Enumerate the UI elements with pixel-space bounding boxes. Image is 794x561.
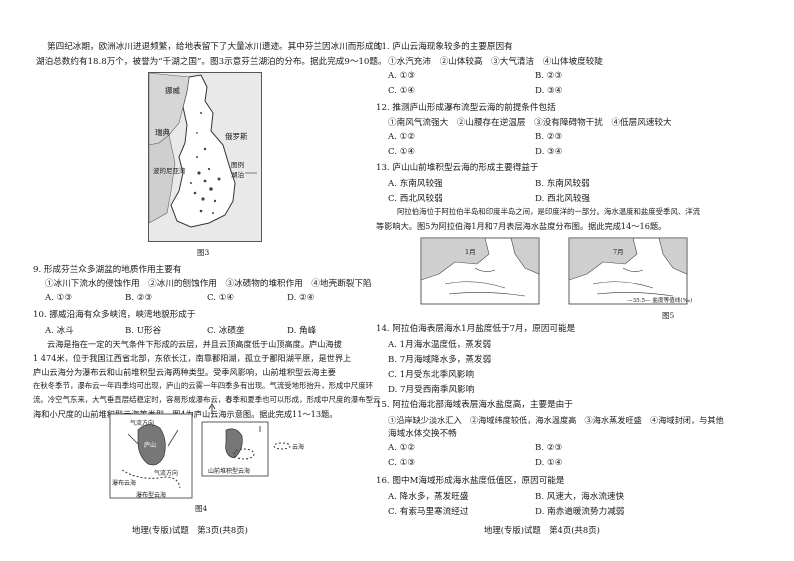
left-page-footer: 地理(专版)试题 第3页(共8页) xyxy=(132,525,248,535)
intro2-line-1: 云海是指在一定的天气条件下形成的云层，并且云顶高度低于山顶高度。庐山海拔 xyxy=(47,339,342,349)
finland-map-graphic xyxy=(148,72,261,241)
q14-stem: 14. 阿拉伯海表层海水1月盐度低于7月，原因可能是 xyxy=(376,324,576,334)
intro-paragraph-1: 第四纪冰期，欧洲冰川进退频繁，给地表留下了大量冰川遗迹。其中芬兰因冰川而形成的 xyxy=(47,42,383,52)
label-norway: 挪威 xyxy=(165,86,180,95)
q16-option-a[interactable]: A. 降水多，蒸发旺盛 xyxy=(388,492,469,502)
q11-items: ①水汽充沛 ②山体较高 ③大气清洁 ④山体坡度较陡 xyxy=(388,57,603,67)
q14-option-a[interactable]: A. 1月海水温度低，蒸发弱 xyxy=(388,340,492,350)
q16-stem: 16. 图中M海域形成海水盐度低值区，原因可能是 xyxy=(376,476,565,486)
q11-option-c[interactable]: C. ①④ xyxy=(388,86,416,96)
q14-option-c[interactable]: C. 1月受东北季风影响 xyxy=(388,370,474,380)
q11-option-b[interactable]: B. ②③ xyxy=(535,71,563,81)
q9-option-b[interactable]: B. ②③ xyxy=(125,293,153,303)
label-bottom: 瀑布型云海 xyxy=(136,492,167,499)
q13-option-c[interactable]: C. 西北风较弱 xyxy=(388,194,443,204)
legend-title: 图例 xyxy=(231,161,244,169)
q12-option-b[interactable]: B. ②③ xyxy=(535,132,563,142)
legend-cloud: 云海 xyxy=(292,444,305,451)
right-page-footer: 地理(专版)试题 第4页(共8页) xyxy=(484,525,600,535)
q12-option-a[interactable]: A. ①② xyxy=(388,132,416,142)
map5-right-title: 7月 xyxy=(613,248,624,256)
q15-option-c[interactable]: C. ①③ xyxy=(388,458,416,468)
intro2-line-3: 庐山云海分为瀑布云和山前堆积型云海两种类型。受季风影响，山前堆积型云海主要 xyxy=(33,367,336,377)
q9-option-c[interactable]: C. ①④ xyxy=(207,293,235,303)
q14-option-b[interactable]: B. 7月海域降水多，蒸发弱 xyxy=(388,355,492,365)
q12-option-c[interactable]: C. ①④ xyxy=(388,147,416,157)
q15-option-a[interactable]: A. ①② xyxy=(388,443,416,453)
q9-option-d[interactable]: D. ②④ xyxy=(287,293,315,303)
q15-items-1: ①沿岸缺少淡水汇入 ②海域纬度较低，海水温度高 ③海水蒸发旺盛 ④海域封闭，与其… xyxy=(388,415,724,425)
q12-option-d[interactable]: D. ③④ xyxy=(535,147,563,157)
intro2-line-2: 1 474米，位于我国江西省北部，东依长江，南靠鄱阳湖，孤立于鄱阳湖平原，是世界… xyxy=(33,353,352,363)
q13-option-d[interactable]: D. 西北风较强 xyxy=(535,194,591,204)
intro3-line-1: 阿拉伯海位于阿拉伯半岛和印度半岛之间，是印度洋的一部分。海水温度和盐度受季风、洋… xyxy=(397,207,701,216)
q15-option-d[interactable]: D. ①④ xyxy=(535,458,563,468)
label-airflow-1: 气流方向 xyxy=(130,420,155,427)
figure-3-caption: 图3 xyxy=(197,248,210,257)
figure-4-caption: 图4 xyxy=(195,504,208,513)
label-airflow-2: 气流方向 xyxy=(154,470,179,477)
map5-iso-legend: —35.5— 盐度等值线(‰) xyxy=(627,298,693,304)
q10-option-c[interactable]: C. 冰碛垄 xyxy=(207,326,245,336)
intro3-line-2: 等影响大。图5为阿拉伯海1月和7月表层海水盐度分布图。据此完成14～16题。 xyxy=(376,221,667,231)
q10-option-a[interactable]: A. 冰斗 xyxy=(45,326,74,336)
q16-option-b[interactable]: B. 风速大，海水流速快 xyxy=(535,492,625,502)
label-waterfall: 瀑布云海 xyxy=(112,480,137,487)
q12-items: ①南风气流强大 ②山腰存在逆温层 ③没有障碍物干扰 ④低层风速较大 xyxy=(388,118,672,128)
q11-stem: 11. 庐山云海现象较多的主要原因有 xyxy=(376,42,513,52)
right-page: 11. 庐山云海现象较多的主要原因有 ①水汽充沛 ②山体较高 ③大气清洁 ④山体… xyxy=(376,0,794,561)
label-russia: 俄罗斯 xyxy=(225,132,248,141)
figure-5-caption: 图5 xyxy=(662,311,675,320)
salinity-maps-graphic xyxy=(420,237,688,305)
figure-5-salinity-maps: 1月 7月 —35.5— 盐度等值线(‰) xyxy=(415,234,715,310)
q15-option-b[interactable]: B. ②③ xyxy=(535,443,563,453)
q13-option-b[interactable]: B. 东南风较弱 xyxy=(535,179,590,189)
q12-stem: 12. 推测庐山形成瀑布流型云海的前提条件包括 xyxy=(376,103,556,113)
q13-option-a[interactable]: A. 东南风较强 xyxy=(388,179,443,189)
label-sweden: 瑞典 xyxy=(155,128,170,137)
left-page: 第四纪冰期，欧洲冰川进退频繁，给地表留下了大量冰川遗迹。其中芬兰因冰川而形成的 … xyxy=(33,42,387,535)
figure-3-finland-map: 挪威 瑞典 俄罗斯 波的尼亚湾 图例 湖泊 xyxy=(148,72,262,242)
lushan-cloud-graphic xyxy=(109,403,291,499)
q10-option-b[interactable]: B. U形谷 xyxy=(125,326,162,336)
q15-items-2: 海域水体交换不畅 xyxy=(388,429,457,439)
intro2-line-5: 流。冷空气东来，大气垂直层结稳定时，容易形成瀑布云，春季和夏季也可以形成，形成中… xyxy=(33,395,381,404)
q11-option-a[interactable]: A. ①③ xyxy=(388,71,416,81)
figure-4-lushan-cloud: 气流方向 气流方向 庐山 瀑布云海 瀑布型云海 山前堆积型云海 云海 xyxy=(108,400,304,500)
label-piled: 山前堆积型云海 xyxy=(208,468,251,475)
q15-stem: 15. 阿拉伯海北部海域表层海水盐度高，主要是由于 xyxy=(376,400,573,410)
q14-option-d[interactable]: D. 7月受西南季风影响 xyxy=(388,385,475,395)
q16-option-d[interactable]: D. 南赤道暖流势力减弱 xyxy=(535,507,625,517)
label-gulf: 波的尼亚湾 xyxy=(153,167,186,175)
label-lushan: 庐山 xyxy=(144,442,157,449)
q13-stem: 13. 庐山山前堆积型云海的形成主要得益于 xyxy=(376,163,539,173)
intro-paragraph-2: 湖泊总数约有18.8万个，被誉为“千湖之国”。图3示意芬兰湖泊的分布。据此完成9… xyxy=(36,57,387,67)
q16-option-c[interactable]: C. 有索马里寒流经过 xyxy=(388,507,469,517)
q10-option-d[interactable]: D. 角峰 xyxy=(287,326,317,336)
q10-stem: 10. 挪威沿海有众多峡湾，峡湾地貌形成于 xyxy=(33,310,196,320)
legend-item: 湖泊 xyxy=(231,171,244,179)
q11-option-d[interactable]: D. ③④ xyxy=(535,86,563,96)
q9-stem: 9. 形成芬兰众多湖盆的地质作用主要有 xyxy=(33,265,182,275)
intro2-line-4: 在秋冬季节，瀑布云一年四季均可出现，庐山的云雾一年四季多有出现。气流受地形抬升，… xyxy=(33,381,373,390)
q9-option-a[interactable]: A. ①③ xyxy=(45,293,73,303)
map5-left-title: 1月 xyxy=(465,248,476,256)
q9-items: ①冰川下流水的侵蚀作用 ②冰川的刨蚀作用 ③冰碛物的堆积作用 ④地壳断裂下陷 xyxy=(45,279,372,289)
